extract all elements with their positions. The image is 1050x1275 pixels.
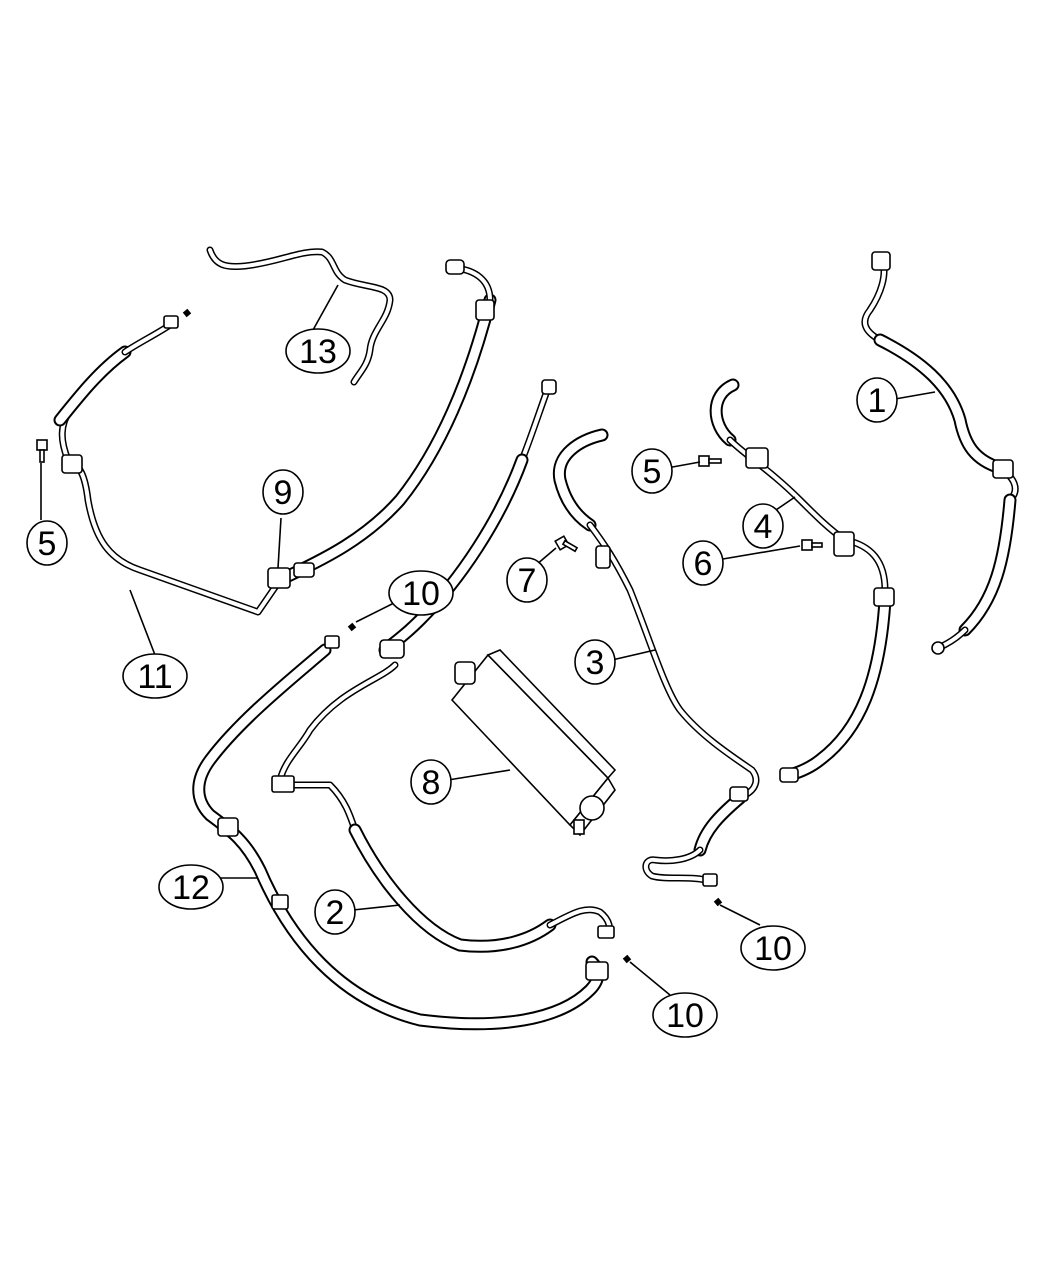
bracket-icon	[595, 545, 611, 569]
fitting-icon	[324, 635, 340, 649]
fitting-icon	[445, 259, 465, 275]
fitting-icon	[702, 873, 718, 887]
callout-10-lower: 10	[652, 992, 718, 1038]
bracket-icon	[833, 531, 855, 557]
callout-label: 5	[38, 525, 57, 563]
part-2-hose	[271, 639, 615, 953]
o-ring-icon	[347, 622, 357, 632]
clamp-icon	[873, 587, 895, 607]
clamp-icon	[475, 299, 495, 321]
bracket-icon	[61, 454, 83, 474]
bolt-icon	[801, 539, 823, 551]
bolt-icon	[36, 439, 48, 463]
callout-label: 13	[299, 333, 337, 371]
callout-label: 1	[868, 382, 887, 420]
fitting-icon	[871, 251, 891, 271]
clamp-icon	[271, 894, 289, 910]
callout-label: 8	[422, 764, 441, 802]
part-11-hose	[53, 259, 497, 616]
clamp-icon	[992, 459, 1014, 479]
callout-label: 10	[754, 930, 792, 968]
callout-label: 12	[172, 869, 210, 907]
callout-12: 12	[158, 864, 224, 910]
callout-4: 4	[742, 503, 784, 549]
callout-label: 7	[518, 562, 537, 600]
fitting-icon	[271, 775, 295, 793]
callout-5-right: 5	[631, 448, 673, 494]
fitting-icon	[454, 661, 476, 685]
callout-2: 2	[314, 889, 356, 935]
part-3-tube	[552, 428, 760, 887]
callout-7: 7	[506, 557, 548, 603]
part-8-cooler	[450, 649, 617, 837]
part-4-hose	[709, 378, 895, 783]
bolt-icon	[554, 535, 579, 553]
callout-13: 13	[285, 328, 351, 374]
leader-lines	[40, 284, 936, 996]
part-1-hose	[861, 251, 1019, 655]
fitting-icon	[579, 795, 605, 821]
callout-10-upper: 10	[388, 570, 454, 616]
bolt-icon	[698, 455, 722, 467]
callout-label: 10	[402, 575, 440, 613]
fitting-icon	[597, 925, 615, 939]
bracket-icon	[217, 817, 239, 837]
callout-11: 11	[122, 653, 188, 699]
fitting-icon	[573, 819, 585, 835]
fitting-icon	[931, 641, 945, 655]
part-13-hose	[206, 246, 394, 386]
callout-label: 3	[586, 644, 605, 682]
callout-label: 2	[326, 894, 345, 932]
bracket-icon	[267, 567, 291, 589]
fitting-icon	[585, 961, 609, 981]
callout-8: 8	[410, 759, 452, 805]
o-ring-icon	[182, 308, 192, 318]
callout-6: 6	[682, 540, 724, 586]
clamp-icon	[729, 786, 749, 802]
callout-label: 6	[694, 545, 713, 583]
callout-label: 10	[666, 997, 704, 1035]
bracket-icon	[745, 447, 769, 469]
o-ring-icon	[713, 897, 723, 907]
callout-3: 3	[574, 639, 616, 685]
callout-1: 1	[856, 377, 898, 423]
fitting-icon	[541, 379, 557, 395]
callout-label: 11	[137, 658, 172, 696]
callout-label: 9	[274, 474, 293, 512]
callout-10-right: 10	[740, 925, 806, 971]
callout-5-left: 5	[26, 520, 68, 566]
clamp-icon	[293, 562, 315, 578]
o-ring-icon	[622, 954, 632, 964]
fitting-icon	[163, 315, 179, 329]
fitting-icon	[379, 639, 405, 659]
callout-9: 9	[262, 469, 304, 515]
callout-label: 5	[643, 453, 662, 491]
fitting-icon	[779, 767, 799, 783]
callout-label: 4	[754, 508, 773, 546]
